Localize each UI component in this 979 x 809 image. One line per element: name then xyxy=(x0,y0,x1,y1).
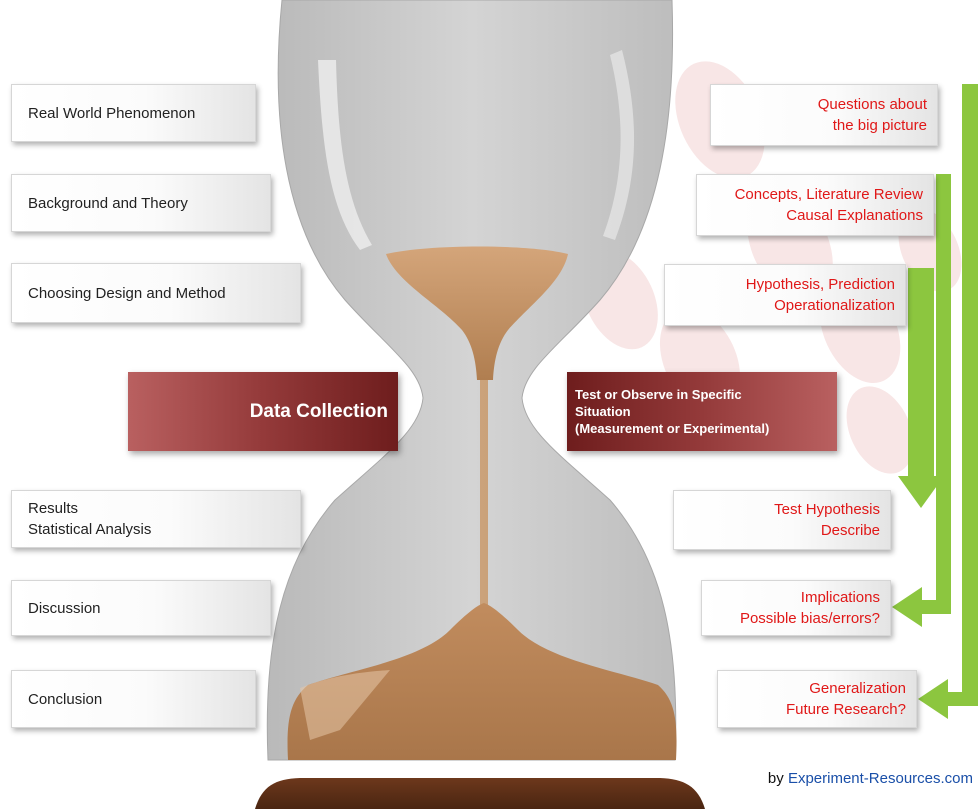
step-label-line-1: Generalization xyxy=(809,680,906,697)
step-label-line-1: Questions about xyxy=(817,96,927,113)
step-real-world-phenomenon: Real World Phenomenon xyxy=(11,84,256,142)
step-label: Discussion xyxy=(28,599,101,617)
step-label-line-2: Operationalization xyxy=(774,297,895,314)
step-label-line-1: Test Hypothesis xyxy=(774,501,880,518)
step-conclusion: Conclusion xyxy=(11,670,256,728)
credit-line: by Experiment-Resources.com xyxy=(768,770,973,787)
step-label-line-2: Future Research? xyxy=(785,701,906,718)
step-label-line-2: Possible bias/errors? xyxy=(739,610,880,627)
step-hypothesis-prediction: Hypothesis, Prediction Operationalizatio… xyxy=(664,264,906,326)
test-observe-box: Test or Observe in Specific Situation (M… xyxy=(567,372,837,451)
step-results-statistical-analysis: Results Statistical Analysis xyxy=(11,490,301,548)
step-test-hypothesis: Test Hypothesis Describe xyxy=(673,490,891,550)
step-label: Implications Possible bias/errors? xyxy=(740,587,880,629)
step-label-line-1: Concepts, Literature Review xyxy=(734,186,923,203)
step-label-line-1: Implications xyxy=(800,589,880,606)
test-observe-line-1: Test or Observe in Specific xyxy=(575,387,742,402)
step-label-line-2: Statistical Analysis xyxy=(28,521,152,538)
step-concepts-literature: Concepts, Literature Review Causal Expla… xyxy=(696,174,934,236)
green-arrows xyxy=(892,84,978,719)
wooden-base xyxy=(255,778,705,809)
step-label: Conclusion xyxy=(28,690,103,708)
step-label-line-2: Causal Explanations xyxy=(786,207,923,224)
credit-site-link[interactable]: Experiment-Resources.com xyxy=(787,770,973,787)
test-observe-line-2: Situation xyxy=(575,404,631,419)
step-label: Hypothesis, Prediction Operationalizatio… xyxy=(746,274,895,316)
step-label: Test Hypothesis Describe xyxy=(774,499,880,541)
step-label: Results Statistical Analysis xyxy=(28,498,151,540)
step-label-line-2: Describe xyxy=(820,522,880,539)
step-label-line-2: the big picture xyxy=(832,117,927,134)
step-generalization: Generalization Future Research? xyxy=(717,670,917,728)
sand-stream xyxy=(480,380,488,625)
step-background-theory: Background and Theory xyxy=(11,174,271,232)
test-observe-line-3: (Measurement or Experimental) xyxy=(575,421,770,436)
step-label-line-1: Hypothesis, Prediction xyxy=(745,276,895,293)
top-sand xyxy=(386,246,568,380)
credit-prefix: by xyxy=(767,770,788,787)
step-choosing-design: Choosing Design and Method xyxy=(11,263,301,323)
step-label: Real World Phenomenon xyxy=(28,104,196,122)
step-label: Background and Theory xyxy=(28,194,188,212)
step-discussion: Discussion xyxy=(11,580,271,636)
step-questions-big-picture: Questions about the big picture xyxy=(710,84,938,146)
data-collection-box: Data Collection xyxy=(128,372,398,451)
bottom-sand xyxy=(287,603,677,760)
step-label: Concepts, Literature Review Causal Expla… xyxy=(735,184,923,226)
step-label-line-1: Results xyxy=(28,500,79,517)
step-label: Questions about the big picture xyxy=(818,94,927,136)
data-collection-label: Data Collection xyxy=(249,400,388,422)
test-observe-label: Test or Observe in Specific Situation (M… xyxy=(575,386,769,437)
step-implications: Implications Possible bias/errors? xyxy=(701,580,891,636)
step-label: Generalization Future Research? xyxy=(786,678,906,720)
step-label: Choosing Design and Method xyxy=(28,284,226,302)
